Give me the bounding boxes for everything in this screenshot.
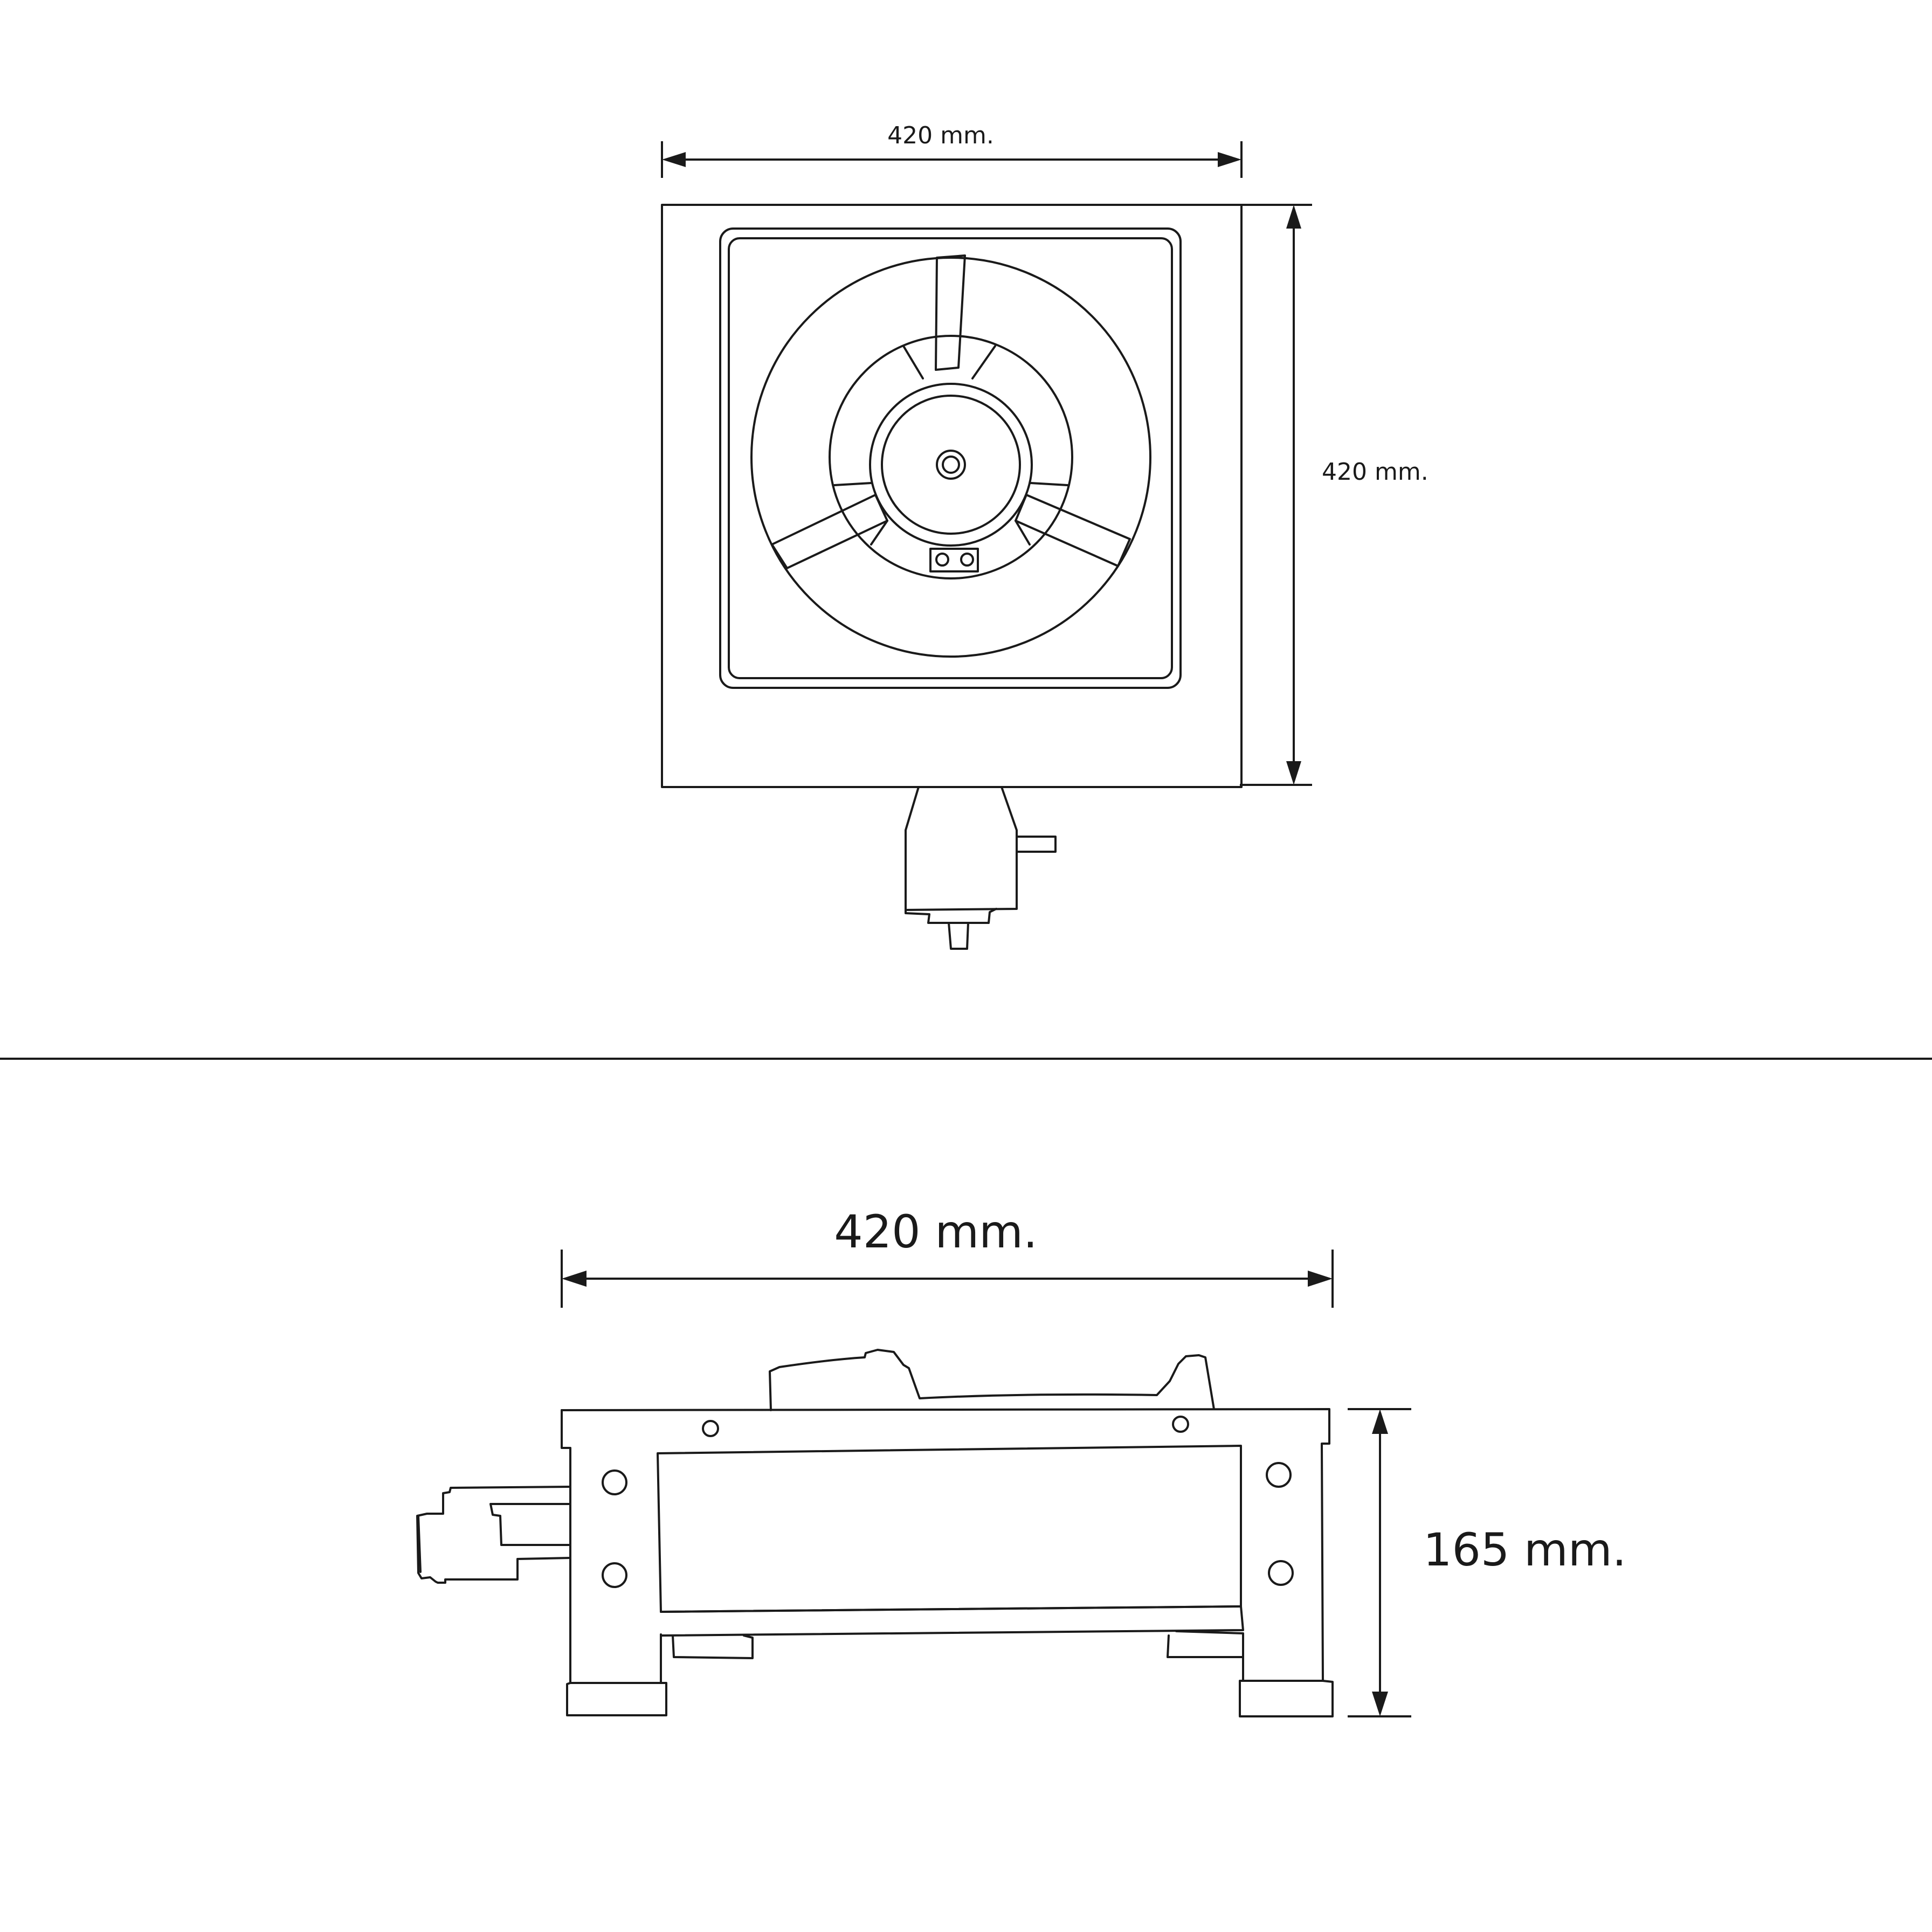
bolt-hole-right-lower (1268, 1560, 1294, 1586)
side-view: 420 mm. 165 mm. (416, 1205, 1626, 1717)
top-plate-outline (661, 204, 1243, 788)
burner-center-inner (942, 456, 960, 474)
tray-outer-rim (719, 227, 1182, 689)
spoke-6 (1015, 520, 1031, 546)
bolt-hole-right-upper (1266, 1462, 1292, 1488)
top-width-label: 420 mm. (887, 122, 994, 149)
side-width-label: 420 mm. (834, 1205, 1037, 1258)
burner-cap-inner (881, 395, 1021, 535)
bolt-hole-top-left (702, 1420, 719, 1437)
side-width-arrow-right (1308, 1271, 1333, 1287)
igniter-block (929, 548, 979, 572)
burner-profile (769, 1349, 1215, 1411)
valve-knob-edge (417, 1515, 422, 1573)
spoke-1 (902, 345, 924, 380)
spoke-3 (833, 482, 872, 486)
tray-inner-rim (728, 237, 1173, 679)
igniter-hole-left (935, 553, 949, 567)
top-depth-arrow-top (1286, 205, 1301, 229)
side-width-dimension: 420 mm. (561, 1205, 1334, 1308)
top-width-arrow-right (1218, 152, 1241, 167)
pot-support-arm-top (935, 254, 966, 371)
side-height-arrow-bottom (1372, 1692, 1388, 1716)
side-height-dimension: 165 mm. (1348, 1408, 1626, 1717)
valve-slot (489, 1503, 571, 1546)
frame-right (561, 1408, 1334, 1717)
bolt-hole-left-upper (602, 1469, 627, 1495)
top-depth-label: 420 mm. (1322, 458, 1429, 486)
spoke-2 (971, 345, 996, 380)
frame-left (561, 1409, 667, 1716)
side-height-label: 165 mm. (1423, 1523, 1626, 1576)
pot-support-arm-right (1015, 494, 1131, 567)
top-view: 420 mm. 420 mm. (661, 122, 1429, 950)
gas-valve-top (905, 786, 1057, 950)
side-height-arrow-top (1372, 1409, 1388, 1434)
burner-middle-ring (829, 335, 1073, 579)
bolt-hole-top-right (1172, 1416, 1189, 1433)
foot-inner-left (672, 1634, 754, 1659)
bolt-hole-left-lower (602, 1562, 627, 1588)
valve-body-side (416, 1486, 571, 1584)
valve-collar (905, 908, 997, 924)
top-depth-dimension: 420 mm. (1240, 204, 1429, 786)
pot-support-arm-left (771, 494, 888, 569)
igniter-hole-right (960, 553, 974, 567)
foot-inner-right (1167, 1630, 1244, 1658)
valve-nozzle (948, 922, 969, 950)
top-width-dimension: 420 mm. (661, 122, 1243, 178)
spoke-4 (1030, 482, 1068, 486)
top-width-arrow-left (662, 152, 686, 167)
gas-valve-side (416, 1486, 571, 1584)
valve-side-stem (1016, 836, 1057, 853)
lower-rail (660, 1605, 1244, 1637)
front-panel (657, 1445, 1242, 1613)
burner-center-outer (936, 450, 966, 480)
top-depth-arrow-bottom (1286, 761, 1301, 785)
side-width-arrow-left (562, 1271, 586, 1287)
spoke-5 (870, 520, 888, 546)
valve-body (905, 786, 1018, 911)
burner-cap-outer (869, 383, 1033, 547)
